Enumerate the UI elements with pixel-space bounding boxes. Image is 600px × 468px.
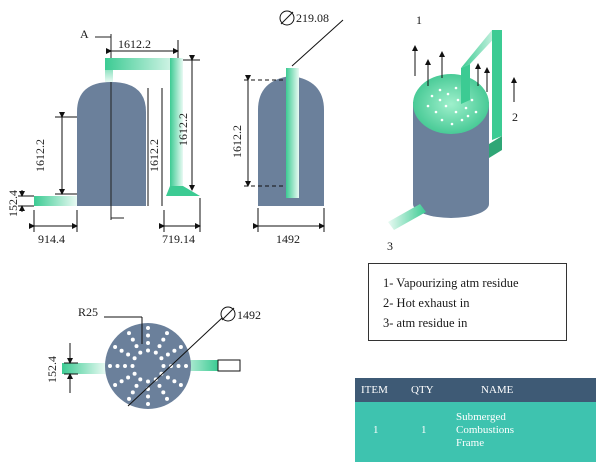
iso-label-1: 1 <box>416 13 422 27</box>
legend-item-2: 2- Hot exhaust in <box>383 296 470 310</box>
nozzle-dot <box>178 383 183 387</box>
table-header-row: ITEM QTY NAME <box>355 378 596 402</box>
nozzle-dot <box>119 379 124 384</box>
dim-front-bottom-right: 719.14 <box>162 232 195 246</box>
dim-top-pipe: 152.4 <box>45 356 59 383</box>
top-pipe-right <box>174 360 218 371</box>
top-vessel <box>105 323 191 409</box>
nozzle-dot <box>165 375 170 380</box>
nozzle-dot <box>123 364 127 368</box>
header-qty: QTY <box>411 384 434 396</box>
front-pipe-inlet <box>34 196 77 206</box>
nozzle-dot <box>146 348 150 353</box>
nozzle-dot <box>138 350 143 355</box>
legend-item-1: 1- Vapourizing atm residue <box>383 276 519 290</box>
dim-front-inner: 1612.2 <box>147 139 161 172</box>
side-pipe <box>286 68 299 198</box>
nozzle-dot <box>176 364 181 368</box>
table-row: 1 1 Submerged Combustions Frame <box>355 402 596 462</box>
dim-front-left: 1612.2 <box>33 139 47 172</box>
nozzle-dot <box>138 377 143 382</box>
nozzle-dot <box>184 364 188 368</box>
bill-of-materials-table: ITEM QTY NAME 1 1 Submerged Combustions … <box>355 378 596 462</box>
iso-label-3: 3 <box>387 239 393 253</box>
iso-vessel-body <box>413 102 489 218</box>
top-pipe-left <box>62 363 106 374</box>
nozzle-dot <box>146 394 150 399</box>
nozzle-dot <box>159 356 164 361</box>
iso-pipe-diagonal <box>461 30 502 68</box>
cell-name-line-1: Submerged <box>456 411 506 423</box>
nozzle-dot <box>130 390 135 395</box>
iso-inlet-pipe <box>388 204 426 230</box>
nozzle-dot <box>165 331 169 336</box>
nozzle-dot <box>115 364 120 368</box>
header-item: ITEM <box>361 384 388 396</box>
nozzle-dot <box>134 383 139 388</box>
legend-item-3: 3- atm residue in <box>383 316 468 330</box>
nozzle-dot <box>119 348 124 353</box>
dim-front-pipe: 152.4 <box>6 190 20 217</box>
header-name: NAME <box>481 384 514 396</box>
front-pipe-horizontal-top <box>105 58 183 70</box>
front-pipe-elbow <box>166 186 200 196</box>
legend-box: 1- Vapourizing atm residue 2- Hot exhaus… <box>368 263 567 341</box>
nozzle-dot <box>165 352 170 357</box>
iso-view: 1 2 3 <box>387 13 518 253</box>
nozzle-dot <box>132 356 137 361</box>
nozzle-dot <box>172 348 177 353</box>
nozzle-dot <box>146 341 150 345</box>
nozzle-dot <box>130 364 135 368</box>
front-view: A 1612.2 1612.2 1612.2 1612.2 152.4 914.… <box>6 27 201 246</box>
dim-front-right: 1612.2 <box>176 113 190 146</box>
dim-side-height: 1612.2 <box>230 125 244 158</box>
nozzle-dot <box>165 396 169 401</box>
nozzle-dot <box>108 364 112 368</box>
cell-qty: 1 <box>421 424 427 436</box>
nozzle-dot <box>178 345 183 349</box>
nozzle-dot <box>113 345 118 349</box>
nozzle-dot <box>127 396 131 401</box>
top-diameter-symbol-icon <box>220 306 236 322</box>
nozzle-dot <box>146 326 150 330</box>
nozzle-dot <box>159 371 164 376</box>
nozzle-dot <box>146 333 150 338</box>
nozzle-dot <box>146 402 150 406</box>
cell-name-line-3: Frame <box>456 437 485 449</box>
side-diameter-label: 219.08 <box>296 11 329 25</box>
nozzle-dot <box>157 383 162 388</box>
diameter-symbol-icon <box>279 10 295 26</box>
iso-pipe-elbow <box>489 136 502 158</box>
iso-label-2: 2 <box>512 110 518 124</box>
nozzle-dot <box>113 383 118 387</box>
nozzle-dot <box>161 337 166 342</box>
top-view: R25 1492 152.4 <box>45 305 261 409</box>
nozzle-dot <box>130 337 135 342</box>
nozzle-dot <box>126 352 131 357</box>
front-pipe-vertical-right <box>170 58 183 190</box>
dim-front-bottom-left: 914.4 <box>38 232 65 246</box>
top-radius-label: R25 <box>78 305 98 319</box>
nozzle-dot <box>153 350 158 355</box>
nozzle-dot <box>172 379 177 384</box>
iso-pipe-vertical <box>461 64 470 104</box>
nozzle-dot <box>161 390 166 395</box>
nozzle-dot <box>134 344 139 349</box>
nozzle-dot <box>146 379 150 384</box>
nozzle-dot <box>157 344 162 349</box>
cell-name-line-2: Combustions <box>456 424 515 436</box>
top-diameter-label: 1492 <box>237 308 261 322</box>
cell-item: 1 <box>373 424 379 436</box>
nozzle-dot <box>132 371 137 376</box>
nozzle-dot <box>126 375 131 380</box>
nozzle-dot <box>127 331 131 336</box>
dim-front-top: 1612.2 <box>118 37 151 51</box>
side-view: 219.08 1612.2 1492 <box>230 10 344 246</box>
iso-pipe-right <box>492 30 502 140</box>
section-mark: A <box>80 27 89 41</box>
nozzle-dot <box>161 364 166 368</box>
dim-side-width: 1492 <box>276 232 300 246</box>
